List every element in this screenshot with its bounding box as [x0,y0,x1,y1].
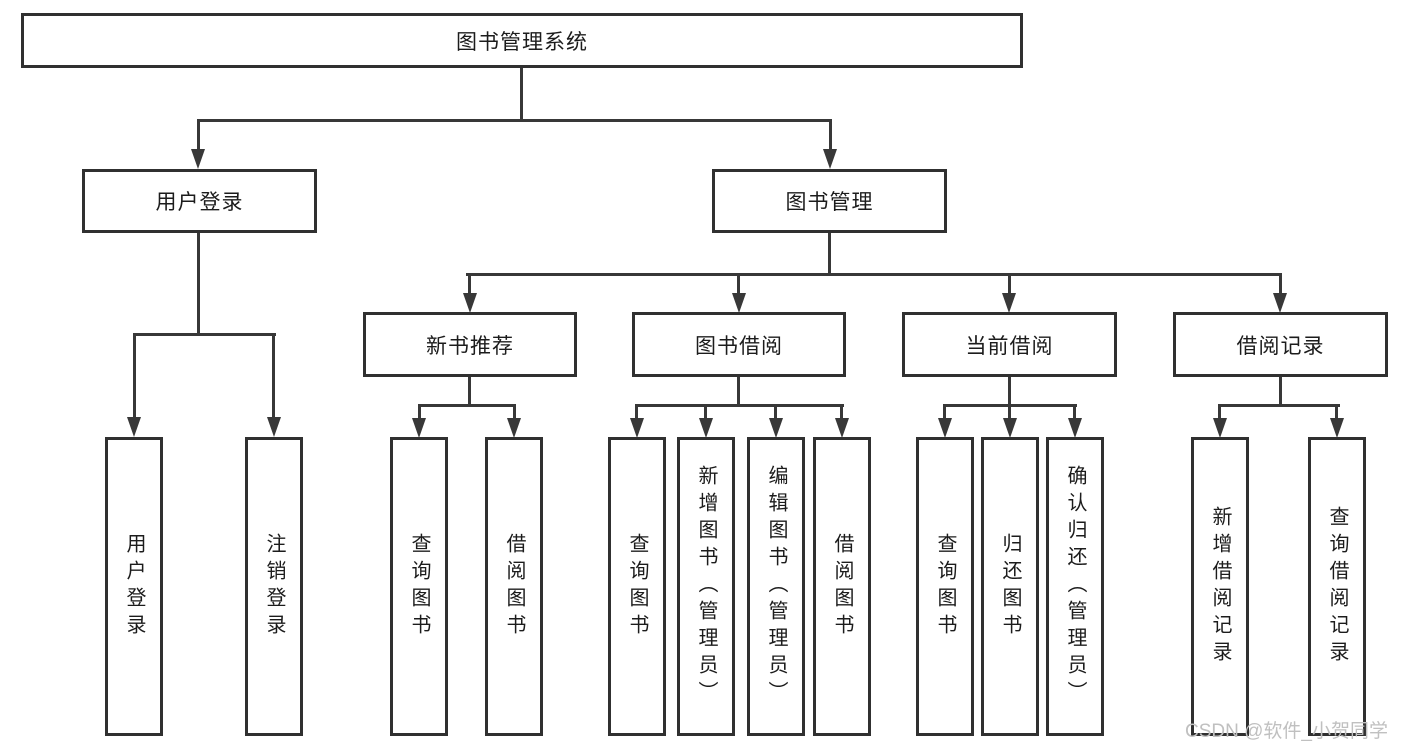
connector-user-stub-2 [272,333,275,419]
connector-root-stub-left [197,119,200,151]
arrowhead-down-icon [1003,418,1017,438]
connector-borrow-vline [737,377,740,407]
node-user-login-label: 用户登录 [155,191,244,214]
node-new-book-recommend-label: 新书推荐 [426,334,514,358]
connector-borrow-hline [636,404,844,407]
connector-records-stub-2 [1335,404,1338,420]
leaf-recommend-query-books: 查询图书 [390,437,448,736]
connector-records-hline [1219,404,1340,407]
node-root: 图书管理系统 [21,13,1023,68]
node-book-management: 图书管理 [712,169,947,233]
leaf-logout-label: 注销登录 [263,532,285,641]
leaf-current-confirm-return-admin: 确认归还（管理员） [1046,437,1104,736]
connector-recommend-stub-2 [513,404,516,420]
arrowhead-down-icon [463,293,477,313]
leaf-current-return-books-label: 归还图书 [999,532,1021,641]
node-borrow-records: 借阅记录 [1173,312,1388,377]
connector-borrow-stub-1 [635,404,638,420]
connector-root-stub-right [829,119,832,151]
connector-mgmt-stub-2 [737,273,740,295]
node-user-login: 用户登录 [82,169,317,233]
leaf-records-query-record: 查询借阅记录 [1308,437,1366,736]
leaf-borrow-edit-books-admin-label: 编辑图书（管理员） [765,465,787,708]
connector-root-vline [520,68,523,122]
leaf-borrow-borrow-books: 借阅图书 [813,437,871,736]
csdn-watermark: CSDN @软件_小贺同学 [1185,721,1388,742]
arrowhead-down-icon [267,417,281,437]
connector-current-stub-1 [943,404,946,420]
arrowhead-down-icon [1273,293,1287,313]
leaf-borrow-edit-books-admin: 编辑图书（管理员） [747,437,805,736]
connector-user-hline [133,333,276,336]
node-borrow-records-label: 借阅记录 [1236,334,1325,358]
leaf-current-confirm-return-admin-label: 确认归还（管理员） [1064,465,1086,708]
connector-recommend-hline [418,404,516,407]
connector-mgmt-stub-3 [1008,273,1011,295]
arrowhead-down-icon [412,418,426,438]
connector-current-stub-2 [1008,404,1011,420]
arrowhead-down-icon [507,418,521,438]
connector-records-vline [1279,377,1282,407]
connector-mgmt-hline [466,273,1282,276]
connector-borrow-stub-4 [840,404,843,420]
connector-current-stub-3 [1073,404,1076,420]
connector-records-stub-1 [1218,404,1221,420]
connector-borrow-stub-3 [774,404,777,420]
connector-user-vline [197,233,200,336]
leaf-current-query-books: 查询图书 [916,437,974,736]
arrowhead-down-icon [835,418,849,438]
arrowhead-down-icon [1213,418,1227,438]
arrowhead-down-icon [823,149,837,169]
node-current-borrow: 当前借阅 [902,312,1117,377]
connector-user-stub-1 [133,333,136,419]
connector-mgmt-stub-1 [468,273,471,295]
connector-current-vline [1008,377,1011,407]
arrowhead-down-icon [1330,418,1344,438]
arrowhead-down-icon [1068,418,1082,438]
arrowhead-down-icon [732,293,746,313]
connector-mgmt-stub-4 [1279,273,1282,295]
leaf-borrow-borrow-books-label: 借阅图书 [831,532,853,641]
connector-recommend-vline [468,377,471,407]
connector-borrow-stub-2 [704,404,707,420]
leaf-records-add-record-label: 新增借阅记录 [1209,505,1231,668]
arrowhead-down-icon [191,149,205,169]
leaf-borrow-query-books: 查询图书 [608,437,666,736]
connector-mgmt-vline [828,233,831,276]
connector-recommend-stub-1 [418,404,421,420]
leaf-current-query-books-label: 查询图书 [934,532,956,641]
leaf-recommend-query-books-label: 查询图书 [408,532,430,641]
connector-root-hline [197,119,832,122]
node-current-borrow-label: 当前借阅 [965,334,1054,358]
leaf-records-add-record: 新增借阅记录 [1191,437,1249,736]
leaf-borrow-add-books-admin: 新增图书（管理员） [677,437,735,736]
leaf-logout: 注销登录 [245,437,303,736]
leaf-user-login-label: 用户登录 [123,532,145,641]
arrowhead-down-icon [1002,293,1016,313]
node-book-borrow-label: 图书借阅 [695,334,783,358]
leaf-user-login: 用户登录 [105,437,163,736]
arrowhead-down-icon [699,418,713,438]
node-new-book-recommend: 新书推荐 [363,312,577,377]
leaf-recommend-borrow-books-label: 借阅图书 [503,532,525,641]
leaf-recommend-borrow-books: 借阅图书 [485,437,543,736]
arrowhead-down-icon [769,418,783,438]
leaf-records-query-record-label: 查询借阅记录 [1326,505,1348,668]
node-book-borrow: 图书借阅 [632,312,846,377]
arrowhead-down-icon [127,417,141,437]
arrowhead-down-icon [630,418,644,438]
leaf-borrow-add-books-admin-label: 新增图书（管理员） [695,465,717,708]
arrowhead-down-icon [938,418,952,438]
leaf-borrow-query-books-label: 查询图书 [626,532,648,641]
node-book-management-label: 图书管理 [785,191,874,214]
node-root-label: 图书管理系统 [456,30,588,54]
leaf-current-return-books: 归还图书 [981,437,1039,736]
